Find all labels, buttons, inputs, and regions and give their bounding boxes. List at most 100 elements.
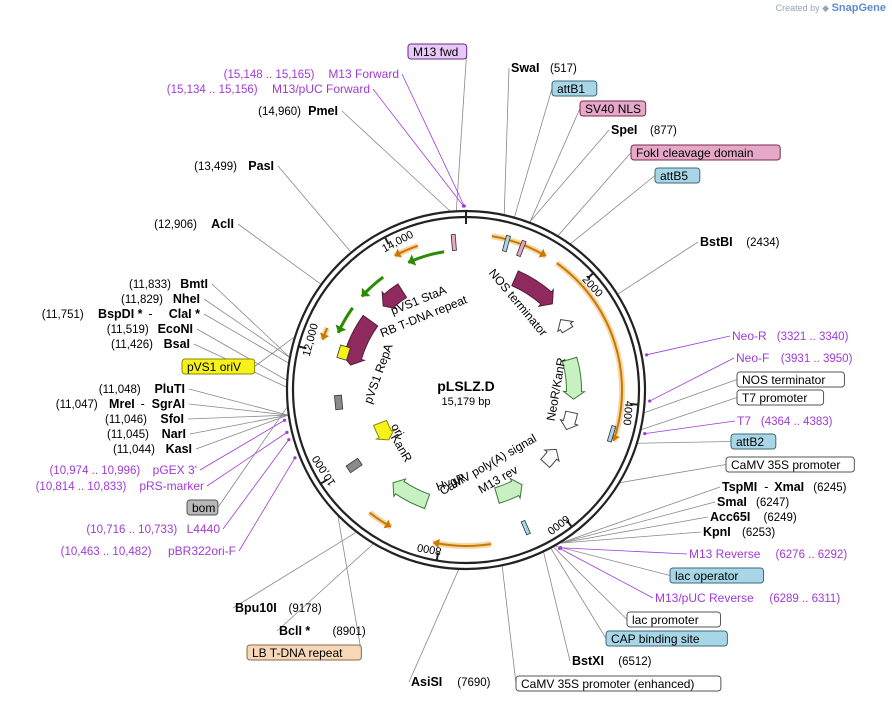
enzyme-pmei[interactable]: PmeI xyxy=(308,104,338,118)
primer-m13-forward[interactable]: M13 Forward xyxy=(328,67,399,81)
leader-line xyxy=(237,223,321,285)
enzyme-position: (11,426) xyxy=(111,339,153,351)
orange-track-neo[interactable] xyxy=(556,262,623,442)
leader-lines xyxy=(187,51,738,684)
enzyme-bmti[interactable]: BmtI xyxy=(180,277,208,291)
hygr-arrow[interactable] xyxy=(494,477,523,504)
primer-neo-f[interactable]: Neo-F xyxy=(736,351,769,365)
leader-line xyxy=(620,464,727,483)
gray-feature-box[interactable] xyxy=(345,457,363,474)
primer-m13-puc-forward[interactable]: M13/pUC Forward xyxy=(272,82,370,96)
feature-box-foki-cleavage-domain[interactable] xyxy=(630,144,781,161)
primer-leader-line xyxy=(199,419,285,471)
nos-white-arrow[interactable] xyxy=(557,319,575,334)
lac-marker[interactable] xyxy=(520,519,531,536)
feature-label-kanr: KanR xyxy=(388,431,415,464)
leader-line xyxy=(277,165,351,253)
enzyme-pluti[interactable]: PluTI xyxy=(154,382,185,396)
watermark-brand: SnapGene xyxy=(831,2,886,14)
pvs1-oriv-box[interactable] xyxy=(336,344,351,361)
primer-prs-marker[interactable]: pRS-marker xyxy=(139,479,204,493)
enzyme-sfoi[interactable]: SfoI xyxy=(160,412,184,426)
primer-m13-puc-reverse[interactable]: M13/pUC Reverse xyxy=(655,591,754,605)
enzyme-xmai[interactable]: XmaI xyxy=(774,480,804,494)
enzyme-acli[interactable]: AclI xyxy=(211,217,234,231)
feature-box-attb1[interactable] xyxy=(551,80,598,97)
feature-box-t7-promoter[interactable] xyxy=(736,389,825,406)
enzyme-bstxi[interactable]: BstXI xyxy=(572,654,604,668)
primer-range: (10,716 .. 10,733) xyxy=(86,524,177,536)
attb1-marker[interactable] xyxy=(501,234,511,253)
primer-range: (15,148 .. 15,165) xyxy=(224,69,315,81)
pvs1-repa-arrow[interactable] xyxy=(339,314,379,366)
enzyme-separator: - xyxy=(148,307,152,321)
enzyme-kasi[interactable]: KasI xyxy=(166,442,192,456)
primer-site-mark xyxy=(287,438,291,442)
feature-box-lac-promoter[interactable] xyxy=(626,611,722,628)
enzyme-nari[interactable]: NarI xyxy=(162,427,186,441)
enzyme-nhei[interactable]: NheI xyxy=(173,292,200,306)
primer-neo-r[interactable]: Neo-R xyxy=(732,329,767,343)
feature-box-label: SV40 NLS xyxy=(585,102,641,116)
enzyme-position: (6247) xyxy=(756,497,789,509)
enzyme-asisi[interactable]: AsiSI xyxy=(411,675,442,689)
leader-line xyxy=(188,388,288,416)
feature-box-camv-35s-promoter[interactable] xyxy=(725,456,855,473)
feature-box-attb2[interactable] xyxy=(730,433,777,450)
cmv35s-white-arrow[interactable] xyxy=(559,410,580,431)
enzyme-smai[interactable]: SmaI xyxy=(717,495,747,509)
leader-line xyxy=(341,110,450,212)
feature-box-bom[interactable] xyxy=(186,499,219,516)
primer-leader-line xyxy=(559,548,654,599)
feature-box-sv40-nls[interactable] xyxy=(579,100,647,117)
kanr-arrow[interactable] xyxy=(392,478,431,510)
feature-box-nos-terminator[interactable] xyxy=(736,371,845,388)
primer-t7[interactable]: T7 xyxy=(737,414,751,428)
attb2-marker[interactable] xyxy=(606,425,617,443)
primer-l4440[interactable]: L4440 xyxy=(187,522,221,536)
enzyme-econi[interactable]: EcoNI xyxy=(158,322,193,336)
enzyme-bcli[interactable]: BclI * xyxy=(279,624,310,638)
neor-kanr-arrow[interactable] xyxy=(561,356,587,400)
primer-m13-reverse[interactable]: M13 Reverse xyxy=(689,547,761,561)
enzyme-tspmi[interactable]: TspMI xyxy=(722,480,757,494)
ori-arrow[interactable] xyxy=(372,419,396,441)
enzyme-bspdi[interactable]: BspDI * xyxy=(98,307,143,321)
feature-box-attb5[interactable] xyxy=(654,167,701,184)
leader-line xyxy=(560,501,716,544)
pvs1-staa-arrow[interactable] xyxy=(381,283,408,310)
enzyme-pasi[interactable]: PasI xyxy=(248,159,274,173)
enzyme-mrei[interactable]: MreI xyxy=(109,397,135,411)
feature-box-m13-fwd[interactable] xyxy=(407,43,468,60)
enzyme-position: (2434) xyxy=(746,237,779,249)
enzyme-acc65i[interactable]: Acc65I xyxy=(710,510,750,524)
primer-pgex-3[interactable]: pGEX 3' xyxy=(153,463,197,477)
primer-pbr322ori-f[interactable]: pBR322ori-F xyxy=(168,544,236,558)
leader-line xyxy=(276,543,374,632)
enzyme-bpu10i[interactable]: Bpu10I xyxy=(235,601,277,615)
sv40-nls-fok-arrow[interactable] xyxy=(511,270,554,308)
primer-leader-line xyxy=(401,73,465,207)
enzyme-bsai[interactable]: BsaI xyxy=(164,337,190,351)
primer-leader-line xyxy=(646,335,731,356)
bom-box[interactable] xyxy=(334,394,344,411)
enzyme-clai[interactable]: ClaI * xyxy=(169,307,200,321)
leader-line xyxy=(570,175,656,244)
leader-line xyxy=(203,298,290,358)
enzyme-spei[interactable]: SpeI xyxy=(611,123,637,137)
enzyme-kpni[interactable]: KpnI xyxy=(703,525,731,539)
pink-marker[interactable] xyxy=(450,233,457,252)
leader-line xyxy=(254,337,295,367)
enzyme-sgrai[interactable]: SgrAI xyxy=(152,397,185,411)
sv40-marker[interactable] xyxy=(516,239,527,258)
enzyme-swai[interactable]: SwaI xyxy=(511,61,540,75)
feature-box-camv-35s-promoter-enhanced[interactable] xyxy=(515,675,722,692)
feature-box-lb-t-dna-repeat[interactable] xyxy=(246,644,362,661)
enzyme-position: (11,519) xyxy=(107,324,149,336)
feature-box-pvs1-oriv[interactable] xyxy=(181,358,256,375)
feature-box-lac-operator[interactable] xyxy=(669,567,765,584)
lac-white-arrow[interactable] xyxy=(540,448,560,469)
enzyme-bstbi[interactable]: BstBI xyxy=(700,235,733,249)
feature-box-cap-binding-site[interactable] xyxy=(605,630,728,647)
leader-line xyxy=(211,283,290,358)
